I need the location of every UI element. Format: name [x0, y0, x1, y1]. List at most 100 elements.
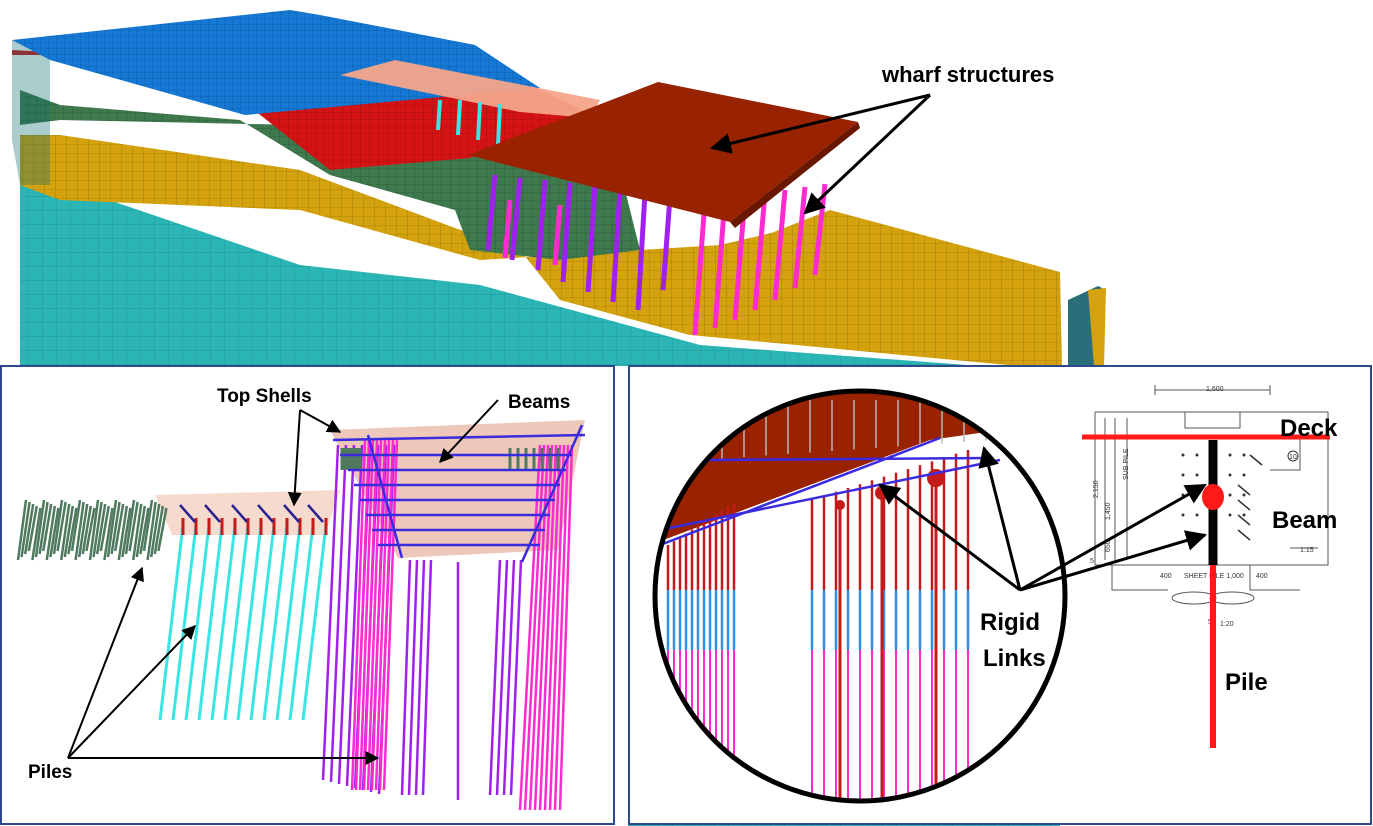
pile-green — [74, 501, 85, 561]
label-wharf-structures: wharf structures — [881, 62, 1054, 87]
pile-magenta — [366, 439, 383, 791]
pile-green — [70, 499, 82, 552]
pile-purple — [414, 559, 426, 796]
pile-green — [121, 507, 132, 558]
label-top-shells: Top Shells — [217, 386, 312, 407]
beams-grid — [332, 424, 586, 563]
pile-magenta — [354, 439, 371, 791]
pile-green — [95, 503, 107, 555]
pile-magenta — [358, 439, 375, 791]
label-piles: Piles — [28, 762, 72, 783]
pile-green — [52, 499, 64, 555]
slope-note: 1:15 — [1300, 547, 1314, 554]
pile-cyan — [249, 524, 276, 721]
pile-green — [157, 507, 168, 552]
inset-structure-components: Top Shells Beams Piles — [0, 365, 615, 825]
pile-green — [113, 503, 125, 552]
marker-number: 10 — [1289, 454, 1297, 461]
pile-magenta — [382, 439, 399, 791]
dim-left-c: 650 — [1105, 540, 1112, 552]
pile-green — [45, 505, 57, 561]
pile-magenta — [374, 439, 391, 791]
pile-magenta — [558, 444, 574, 811]
pile-purple — [495, 559, 509, 796]
dim-bottom-a: 400 — [1160, 573, 1172, 580]
pile-green — [77, 503, 89, 558]
pile-green — [38, 501, 49, 555]
pile-magenta — [528, 444, 550, 811]
pile-green — [31, 507, 42, 561]
approach-deck — [340, 60, 600, 118]
zoom-circle — [652, 388, 1068, 804]
pile-green — [85, 507, 96, 552]
rigid-link-node — [835, 500, 845, 510]
pile-cyan — [223, 524, 250, 721]
soil-layer-gold-slab — [600, 210, 1062, 368]
pile-purple — [421, 559, 433, 796]
pile-magenta — [538, 444, 558, 811]
pile-green — [34, 499, 46, 558]
pile-green — [135, 505, 147, 558]
pile-green — [106, 499, 118, 558]
dim-vert-a: SUB PILE — [1123, 448, 1130, 480]
pile-cyan — [301, 524, 328, 721]
pile-magenta — [548, 444, 566, 811]
pile-green — [146, 501, 157, 561]
pile-green — [128, 501, 139, 552]
pile-green — [27, 505, 39, 552]
pile-magenta — [553, 444, 570, 811]
pile-cyan — [262, 524, 289, 721]
pile-purple — [502, 559, 516, 796]
pile-magenta — [518, 444, 542, 811]
pile-magenta — [543, 444, 562, 811]
pile-green — [99, 505, 111, 552]
pile-green — [117, 505, 129, 561]
pile-green — [63, 505, 75, 558]
pile-cyan — [158, 524, 185, 721]
pile-green — [20, 501, 31, 558]
pile-green — [59, 503, 71, 561]
label-links: Links — [983, 645, 1046, 672]
pile-cyan — [210, 524, 237, 721]
pile-green — [149, 503, 161, 558]
dim-left-a: 2,150 — [1093, 480, 1100, 498]
pile-green — [49, 507, 60, 558]
pile-cyan — [184, 524, 211, 721]
scale-note: 1:20 — [1220, 621, 1234, 628]
dim-left-b: 1,450 — [1105, 502, 1112, 520]
label-beam: Beam — [1272, 507, 1337, 534]
pile-green — [41, 503, 53, 552]
pile-green — [88, 499, 100, 561]
pile-purple — [400, 559, 412, 796]
pile-green — [131, 503, 143, 561]
pile-purple — [337, 444, 356, 785]
pile-green — [67, 507, 78, 555]
pile-purple — [407, 559, 419, 796]
wharf-deck — [468, 82, 858, 222]
pile-green — [56, 501, 67, 552]
pile-purple — [509, 559, 523, 796]
pile-green — [124, 499, 136, 555]
pile-cyan — [236, 524, 263, 721]
pile-magenta — [523, 444, 546, 811]
pile-magenta — [533, 444, 554, 811]
dim-bottom-c: 400 — [1256, 573, 1268, 580]
inset-rigid-links-detail: 1,600 2,150 1,450 650 SUB PILE 400 SHEET… — [628, 365, 1372, 825]
pile-green — [92, 501, 103, 558]
pile-purple — [321, 444, 340, 781]
pile-cyan — [288, 524, 315, 721]
label-rigid: Rigid — [980, 609, 1040, 636]
pile-green — [16, 499, 28, 561]
pile-green — [142, 499, 154, 552]
pile-green — [110, 501, 121, 555]
dim-top: 1,600 — [1206, 386, 1224, 393]
pile-purple — [329, 444, 348, 783]
pile-magenta — [370, 439, 387, 791]
label-deck: Deck — [1280, 415, 1338, 442]
pile-green — [81, 505, 93, 555]
pile-green — [23, 503, 35, 555]
pile-cyan — [275, 524, 302, 721]
pile-purple — [488, 559, 502, 796]
pile-green — [153, 505, 165, 555]
